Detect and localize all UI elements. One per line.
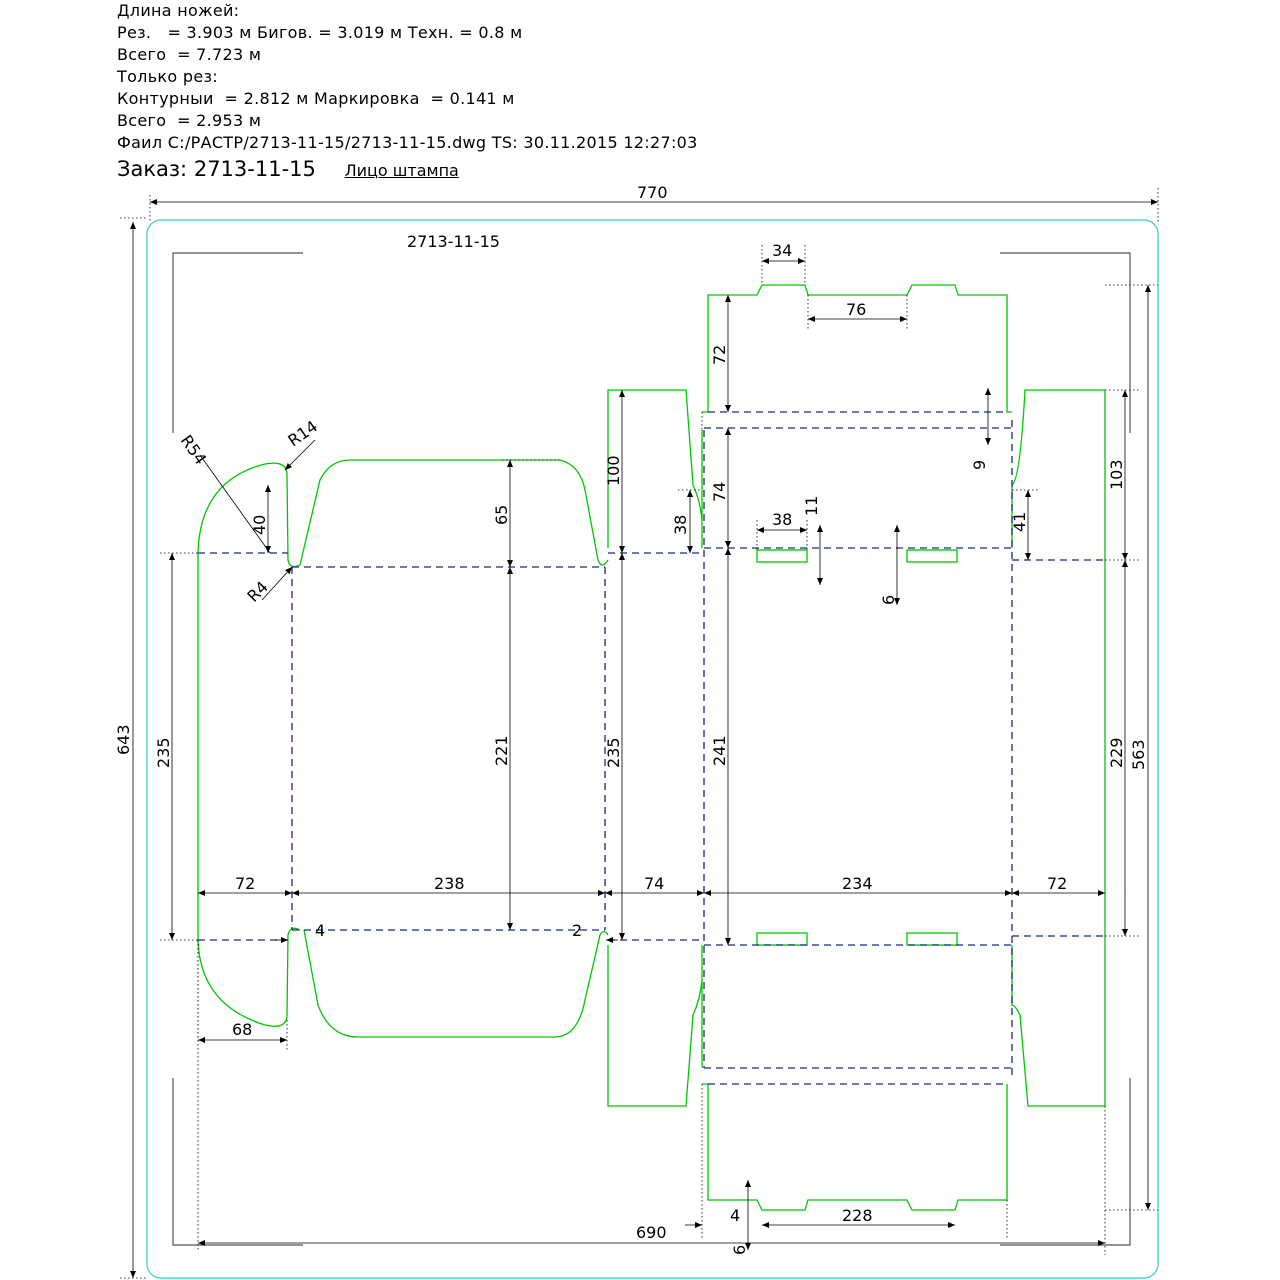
dim-6-mid: 6 xyxy=(879,595,898,605)
dim-6-bottom: 6 xyxy=(730,1245,749,1255)
header-line-contour: Контурныи = 2.812 м Маркировка = 0.141 м xyxy=(117,89,515,108)
sheet-border xyxy=(146,219,1159,1279)
dim-235-left: 235 xyxy=(154,737,173,768)
face-label: Лицо штампа xyxy=(344,161,459,180)
dim-72-right: 72 xyxy=(1047,874,1067,893)
dim-38-slot: 38 xyxy=(772,510,792,529)
dim-235-mid: 235 xyxy=(604,737,623,768)
dim-r4: R4 xyxy=(243,577,271,605)
order-line: Заказ: 2713-11-15 Лицо штампа xyxy=(117,156,1017,184)
dim-74: 74 xyxy=(644,874,664,893)
dim-72-left: 72 xyxy=(235,874,255,893)
dim-9: 9 xyxy=(970,460,989,470)
dim-563: 563 xyxy=(1129,739,1148,770)
dim-2: 2 xyxy=(572,921,582,940)
header-line-total: Всего = 7.723 м xyxy=(117,45,262,64)
header-title: Длина ножей: xyxy=(117,1,240,20)
cut-lines xyxy=(197,284,1106,1211)
dim-229: 229 xyxy=(1107,737,1126,768)
dim-4-left: 4 xyxy=(315,921,325,940)
dimensions: 770 643 563 690 34 76 72 9 100 103 xyxy=(114,183,1159,1279)
order-label: Заказ: xyxy=(117,157,188,181)
dim-72-top: 72 xyxy=(710,345,729,365)
dim-41: 41 xyxy=(1010,512,1029,532)
header-line-cut-lengths: Рез. = 3.903 м Бигов. = 3.019 м Техн. = … xyxy=(117,23,523,42)
dim-11: 11 xyxy=(802,496,821,516)
corner-mark-bl xyxy=(172,1078,303,1246)
corner-mark-tr xyxy=(1000,252,1131,433)
dim-74-vert: 74 xyxy=(710,482,729,502)
dim-228: 228 xyxy=(842,1206,873,1225)
dim-690: 690 xyxy=(636,1223,667,1242)
dim-34: 34 xyxy=(772,241,792,260)
header-line-file: Фаил C:/РАСТР/2713-11-15/2713-11-15.dwg … xyxy=(117,133,698,152)
dim-38-vert: 38 xyxy=(671,515,690,535)
dim-238: 238 xyxy=(434,874,465,893)
corner-mark-tl xyxy=(172,252,303,433)
dim-234: 234 xyxy=(842,874,873,893)
dim-103: 103 xyxy=(1107,459,1126,490)
header-line-total-cut: Всего = 2.953 м xyxy=(117,111,262,130)
dim-100: 100 xyxy=(604,455,623,486)
dim-r14: R14 xyxy=(284,417,321,451)
dim-241: 241 xyxy=(710,735,729,766)
header-line-cut-only: Только рез: xyxy=(117,67,218,86)
header-block: Длина ножей: Рез. = 3.903 м Бигов. = 3.0… xyxy=(117,0,1017,184)
dim-4-bottom: 4 xyxy=(730,1206,740,1225)
dim-68: 68 xyxy=(232,1020,252,1039)
drawing-label: 2713-11-15 xyxy=(407,232,500,251)
dim-221: 221 xyxy=(492,735,511,766)
dim-770: 770 xyxy=(637,183,668,202)
dim-643: 643 xyxy=(114,724,133,755)
dim-40: 40 xyxy=(250,515,269,535)
order-number: 2713-11-15 xyxy=(193,157,316,181)
dim-76: 76 xyxy=(846,300,866,319)
dim-65: 65 xyxy=(492,505,511,525)
crease-lines xyxy=(198,411,1105,1085)
corner-mark-br xyxy=(1000,1078,1131,1246)
